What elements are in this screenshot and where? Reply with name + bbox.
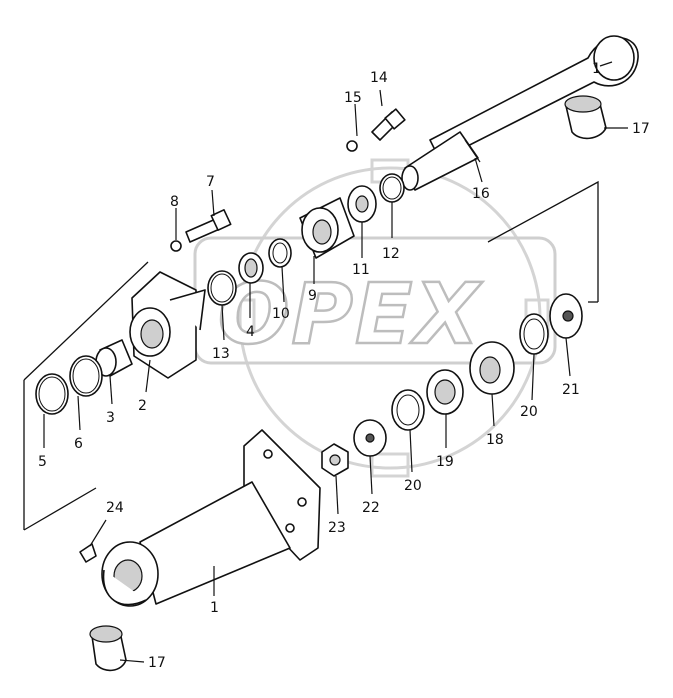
callout-16: 16 (472, 186, 490, 202)
steering-arm-part (401, 35, 639, 191)
callout-1-top: 1 (592, 61, 601, 77)
callout-1-bottom: 1 (210, 600, 219, 616)
callout-14: 14 (370, 70, 388, 86)
callout-4: 4 (246, 324, 255, 340)
housing-part-1 (101, 429, 321, 607)
bolt-part-7 (170, 208, 232, 252)
callout-24: 24 (106, 500, 124, 516)
callout-8: 8 (170, 194, 179, 210)
ring-parts-5-6 (35, 355, 103, 415)
callout-22: 22 (362, 500, 380, 516)
bolt-part-14 (346, 108, 406, 152)
watermark: OPEX (193, 158, 557, 478)
leader-lines (43, 61, 628, 663)
callout-11: 11 (352, 262, 370, 278)
callout-10: 10 (272, 306, 290, 322)
callout-6: 6 (74, 436, 83, 452)
watermark-text: OPEX (218, 265, 483, 363)
disc-parts-18-21 (391, 293, 583, 431)
callout-12: 12 (382, 246, 400, 262)
callout-2: 2 (138, 398, 147, 414)
callout-19: 19 (436, 454, 454, 470)
grease-fitting-part-24 (79, 543, 97, 563)
callout-15: 15 (344, 90, 362, 106)
assembly-frame (23, 180, 599, 531)
callout-17-bottom: 17 (148, 655, 166, 671)
callout-7: 7 (206, 174, 215, 190)
callout-3: 3 (106, 410, 115, 426)
callout-20-right: 20 (520, 404, 538, 420)
callout-9: 9 (308, 288, 317, 304)
callout-20-left: 20 (404, 478, 422, 494)
bushing-part-bottom (89, 625, 127, 672)
clamp-part-9 (299, 197, 355, 259)
callout-labels: 1 1 2 3 4 5 6 7 8 9 10 11 12 13 14 15 16… (38, 61, 650, 671)
bracket-part-2 (129, 271, 206, 379)
callout-21: 21 (562, 382, 580, 398)
callout-23: 23 (328, 520, 346, 536)
callout-5: 5 (38, 454, 47, 470)
ring-parts-10-4 (207, 238, 292, 306)
washer-nut-parts-22-23 (321, 419, 387, 477)
bushing-part-top (564, 95, 607, 140)
callout-13: 13 (212, 346, 230, 362)
callout-18: 18 (486, 432, 504, 448)
callout-17-top: 17 (632, 121, 650, 137)
